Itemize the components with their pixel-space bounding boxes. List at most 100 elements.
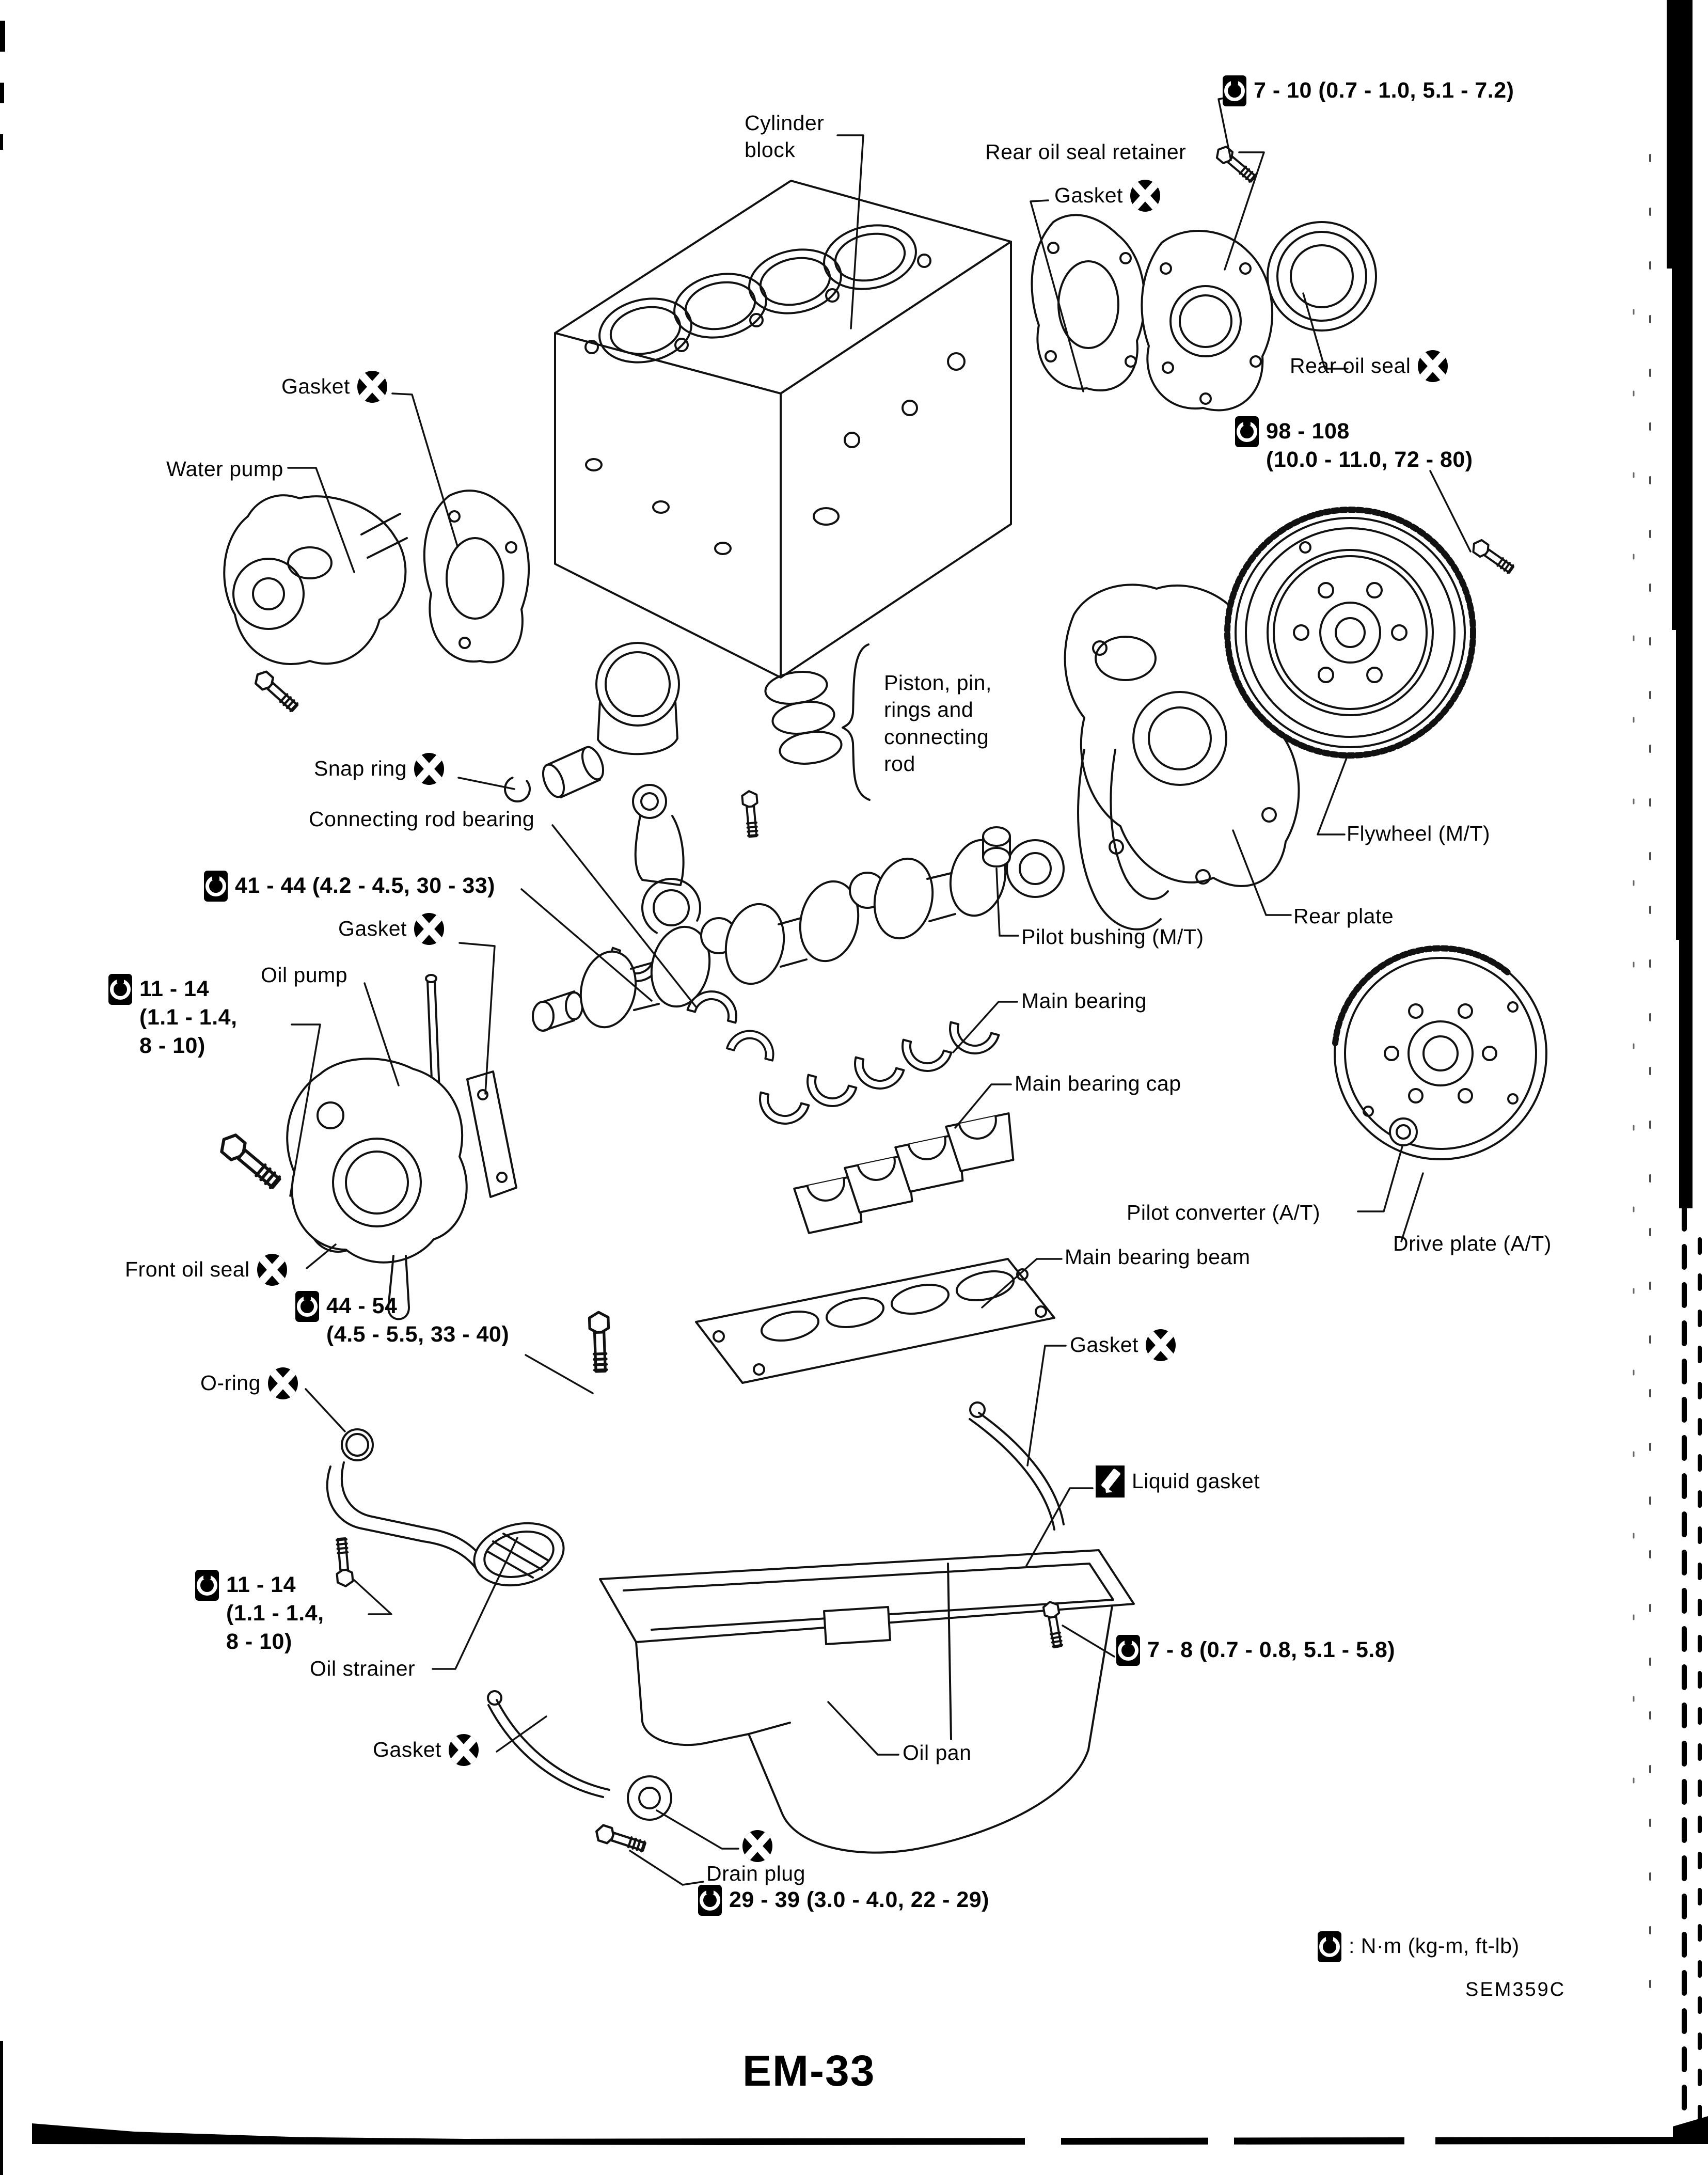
label-liquid-gasket: Liquid gasket xyxy=(1096,1465,1260,1498)
label-rear-plate: Rear plate xyxy=(1293,903,1394,929)
torque-oil-strainer-bolt: 11 - 14 (1.1 - 1.4, 8 - 10) xyxy=(195,1570,324,1656)
label-text: Cylinder block xyxy=(745,111,825,162)
torque-flywheel-bolt: 98 - 108 (10.0 - 11.0, 72 - 80) xyxy=(1235,416,1473,474)
replace-icon xyxy=(742,1830,772,1862)
oil-pan-drawing xyxy=(599,1549,1135,1854)
drain-plug-drawing xyxy=(594,1824,647,1854)
label-rear-oil-seal: Rear oil seal xyxy=(1290,350,1448,382)
pilot-converter-drawing xyxy=(1389,1117,1418,1146)
torque-main-bearing-bolt: 44 - 54 (4.5 - 5.5, 33 - 40) xyxy=(295,1291,510,1349)
torque-wrench-icon xyxy=(1235,416,1259,447)
label-snap-ring: Snap ring xyxy=(314,753,445,785)
torque-value: 29 - 39 (3.0 - 4.0, 22 - 29) xyxy=(729,1887,989,1912)
liquid-gasket-icon xyxy=(1096,1465,1125,1498)
label-gasket-pan-right: Gasket xyxy=(1070,1329,1176,1361)
crankshaft-drawing xyxy=(532,839,1065,1032)
label-text: Gasket xyxy=(338,917,407,940)
torque-value: 7 - 8 (0.7 - 0.8, 5.1 - 5.8) xyxy=(1147,1637,1396,1662)
label-gasket-pan-left: Gasket xyxy=(373,1734,479,1766)
label-o-ring: O-ring xyxy=(200,1367,298,1399)
label-main-bearing-beam: Main bearing beam xyxy=(1065,1243,1250,1270)
torque-value: 44 - 54 (4.5 - 5.5, 33 - 40) xyxy=(326,1294,510,1347)
piston-drawing xyxy=(595,642,680,755)
replace-icon xyxy=(267,1367,298,1399)
torque-oil-pump-bolt: 11 - 14 (1.1 - 1.4, 8 - 10) xyxy=(108,974,238,1060)
torque-connecting-rod-nut: 41 - 44 (4.2 - 4.5, 30 - 33) xyxy=(204,871,495,902)
main-bearing-caps-drawing xyxy=(793,1112,1020,1235)
label-rear-oil-seal-retainer: Rear oil seal retainer xyxy=(985,138,1186,165)
label-connecting-rod-bearing: Connecting rod bearing xyxy=(309,806,534,832)
piston-group-brace xyxy=(842,643,871,801)
torque-value: 7 - 10 (0.7 - 1.0, 5.1 - 7.2) xyxy=(1254,78,1514,103)
label-text: Snap ring xyxy=(314,756,407,780)
label-cylinder-block: Cylinder block xyxy=(745,109,824,164)
label-text: Flywheel (M/T) xyxy=(1347,822,1491,845)
label-text: Gasket xyxy=(373,1738,441,1761)
label-text: Gasket xyxy=(1070,1333,1138,1357)
torque-seal-retainer-bolt: 7 - 10 (0.7 - 1.0, 5.1 - 7.2) xyxy=(1223,75,1514,106)
torque-drain-plug: 29 - 39 (3.0 - 4.0, 22 - 29) xyxy=(698,1885,989,1916)
oil-strainer-drawing xyxy=(326,1461,565,1595)
flywheel-bolt-drawing xyxy=(1468,537,1517,577)
label-text: Water pump xyxy=(166,457,283,481)
legend-text: : N·m (kg-m, ft-lb) xyxy=(1349,1934,1520,1958)
label-text: Pilot bushing (M/T) xyxy=(1021,925,1204,949)
label-text: Main bearing beam xyxy=(1065,1245,1251,1269)
torque-value: 11 - 14 (1.1 - 1.4, 8 - 10) xyxy=(226,1572,324,1654)
label-text: Main bearing cap xyxy=(1015,1071,1181,1095)
label-water-pump: Water pump xyxy=(166,455,283,482)
rod-bolt-drawing xyxy=(740,789,762,838)
label-oil-pan: Oil pan xyxy=(903,1739,971,1766)
snap-ring-drawing xyxy=(504,776,531,802)
pan-gasket-left-drawing xyxy=(487,1690,610,1798)
rear-retainer-gasket-drawing xyxy=(1031,214,1146,391)
label-oil-strainer: Oil strainer xyxy=(310,1655,415,1682)
torque-wrench-icon xyxy=(108,974,132,1005)
replace-icon xyxy=(1130,180,1160,212)
flywheel-drawing xyxy=(1224,507,1476,759)
label-text: O-ring xyxy=(200,1371,261,1395)
main-bearing-beam-drawing xyxy=(695,1258,1055,1384)
label-text: Gasket xyxy=(281,374,350,398)
figure-code: SEM359C xyxy=(1465,1979,1566,2000)
connecting-rod-drawing xyxy=(603,784,701,989)
torque-value: 41 - 44 (4.2 - 4.5, 30 - 33) xyxy=(235,873,495,898)
label-text: Rear plate xyxy=(1293,904,1394,928)
label-text: Oil strainer xyxy=(310,1657,416,1680)
replace-icon xyxy=(414,753,445,785)
label-text: Oil pump xyxy=(261,963,348,987)
label-pilot-bushing: Pilot bushing (M/T) xyxy=(1021,923,1204,950)
torque-legend: : N·m (kg-m, ft-lb) xyxy=(1318,1931,1520,1962)
label-text: Gasket xyxy=(1054,183,1123,207)
rear-oil-seal-drawing xyxy=(1267,221,1377,332)
replace-icon xyxy=(257,1254,287,1286)
page-number: EM-33 xyxy=(742,2046,876,2095)
drive-plate-drawing xyxy=(1332,945,1547,1160)
torque-wrench-icon xyxy=(195,1570,219,1601)
main-bearing-bolt-drawing xyxy=(589,1312,610,1372)
second-rod-drawing xyxy=(1077,749,1169,931)
label-gasket-water-pump: Gasket xyxy=(281,371,387,403)
torque-value: 11 - 14 (1.1 - 1.4, 8 - 10) xyxy=(139,976,238,1059)
label-gasket-oil-pump: Gasket xyxy=(338,913,444,945)
water-pump-drawing xyxy=(223,494,408,714)
label-text: Rear oil seal retainer xyxy=(985,140,1187,164)
label-oil-pump: Oil pump xyxy=(261,962,347,988)
torque-wrench-icon xyxy=(204,871,228,902)
label-text: Connecting rod bearing xyxy=(309,807,535,831)
label-drain-plug: Drain plug xyxy=(706,1860,805,1887)
scan-streaks xyxy=(1633,154,1702,2135)
torque-wrench-icon xyxy=(1223,75,1246,106)
replace-icon xyxy=(414,913,444,945)
label-text: Rear oil seal xyxy=(1290,354,1411,377)
label-front-oil-seal: Front oil seal xyxy=(125,1254,287,1286)
torque-wrench-icon xyxy=(1318,1931,1341,1962)
main-bearings-drawing xyxy=(753,1021,1000,1130)
rear-oil-seal-retainer-drawing xyxy=(1141,230,1274,412)
label-text: Piston, pin, rings and connecting rod xyxy=(884,671,992,776)
label-drive-plate: Drive plate (A/T) xyxy=(1393,1230,1552,1257)
torque-wrench-icon xyxy=(295,1291,319,1322)
pan-gasket-right-drawing xyxy=(969,1401,1065,1531)
